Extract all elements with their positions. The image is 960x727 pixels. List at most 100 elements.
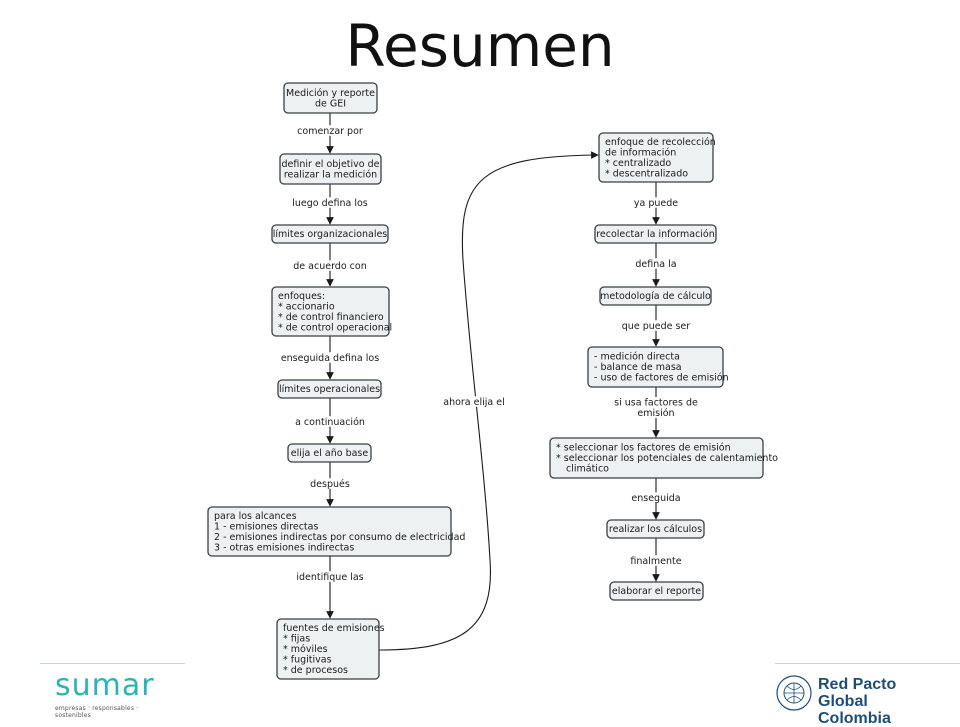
edge-label-e12: emisión bbox=[637, 408, 674, 419]
node-text-line: 1 - emisiones directas bbox=[214, 521, 318, 532]
node-text-line: * descentralizado bbox=[605, 168, 688, 179]
node-text-line: elija el año base bbox=[291, 448, 369, 459]
node-text-line: enfoques: bbox=[278, 291, 325, 302]
edge-label-bg bbox=[287, 260, 373, 271]
edge-label-bg bbox=[307, 478, 353, 489]
edge-label-bg bbox=[627, 492, 685, 503]
node-recolectar: recolectar la información bbox=[594, 224, 717, 244]
edge-label-bg bbox=[627, 258, 685, 269]
edge-label-bg bbox=[633, 407, 679, 418]
node-box bbox=[271, 224, 389, 244]
node-box bbox=[609, 581, 704, 601]
node-fuentes: fuentes de emisiones* fijas* móviles* fu… bbox=[276, 618, 385, 680]
node-box bbox=[207, 506, 452, 557]
node-text-line: * seleccionar los potenciales de calenta… bbox=[556, 453, 778, 464]
edge-label-e4: enseguida defina los bbox=[281, 353, 379, 364]
node-box bbox=[279, 153, 382, 185]
node-box bbox=[594, 224, 717, 244]
node-box bbox=[606, 519, 705, 539]
edge-label-e5: a continuación bbox=[295, 417, 365, 428]
edge-label-e12: si usa factores de bbox=[614, 398, 698, 409]
node-text-line: recolectar la información bbox=[596, 229, 715, 240]
footer-divider-left bbox=[40, 663, 185, 664]
node-text-line: * accionario bbox=[278, 301, 335, 312]
node-limites-op: límites operacionales bbox=[277, 379, 382, 399]
node-metodos: - medición directa- balance de masa- uso… bbox=[587, 346, 729, 388]
edge-label-bg bbox=[431, 396, 517, 407]
edge-label-e13: enseguida bbox=[631, 493, 680, 504]
edge-label-bg bbox=[616, 320, 696, 331]
edge-label-bg bbox=[285, 571, 375, 582]
node-box bbox=[283, 82, 378, 114]
node-text-line: realizar la medición bbox=[284, 169, 377, 180]
edge-label-e14: finalmente bbox=[630, 556, 681, 567]
node-text-line: - medición directa bbox=[594, 352, 680, 363]
edge-label-e11: que puede ser bbox=[622, 321, 691, 332]
node-factores: * seleccionar los factores de emisión* s… bbox=[549, 437, 778, 479]
node-text-line: * centralizado bbox=[605, 158, 671, 169]
edge-label-e10: defina la bbox=[635, 259, 676, 270]
red-pacto-global-logo: Red Pacto Global Colombia bbox=[776, 670, 946, 727]
node-text-line: * de control operacional bbox=[278, 322, 392, 333]
node-text-line: 2 - emisiones indirectas por consumo de … bbox=[214, 532, 465, 543]
edge-label-bg bbox=[602, 397, 710, 408]
node-text-line: límites operacionales bbox=[279, 384, 380, 395]
global-compact-seal-icon bbox=[776, 675, 812, 711]
node-box bbox=[271, 286, 390, 337]
sumar-logo: sumar empresas · responsables · sostenib… bbox=[55, 668, 165, 720]
node-text-line: - uso de factores de emisión bbox=[594, 373, 729, 384]
node-text-line: para los alcances bbox=[214, 511, 297, 522]
node-text-line: * fugitivas bbox=[283, 655, 332, 666]
red-pacto-global-line1: Red Pacto Global bbox=[818, 676, 897, 710]
edge-label-bg bbox=[625, 555, 687, 566]
node-text-line: enfoque de recolección bbox=[605, 137, 716, 148]
node-text-line: de información bbox=[605, 147, 676, 158]
node-text-line: fuentes de emisiones bbox=[283, 623, 385, 634]
node-box bbox=[277, 379, 382, 399]
node-ano-base: elija el año base bbox=[287, 443, 372, 463]
node-box bbox=[276, 618, 380, 680]
node-text-line: * fijas bbox=[283, 634, 310, 645]
edge-label-bg bbox=[287, 416, 373, 427]
edge-label-bg bbox=[282, 197, 378, 208]
node-text-line: elaborar el reporte bbox=[612, 586, 701, 597]
node-text-line: de GEI bbox=[315, 98, 346, 109]
slide-title: Resumen bbox=[345, 12, 615, 80]
red-pacto-global-line2: Colombia bbox=[818, 710, 891, 727]
node-text-line: realizar los cálculos bbox=[609, 524, 702, 535]
edge-label-e3: de acuerdo con bbox=[293, 261, 366, 272]
node-text-line: climático bbox=[566, 464, 609, 475]
node-enfoques: enfoques:* accionario* de control financ… bbox=[271, 286, 392, 337]
node-metodologia: metodología de cálculo bbox=[599, 286, 712, 306]
node-calculos: realizar los cálculos bbox=[606, 519, 705, 539]
node-text-line: límites organizacionales bbox=[273, 229, 388, 240]
node-text-line: metodología de cálculo bbox=[600, 291, 711, 302]
node-text-line: definir el objetivo de bbox=[282, 159, 380, 170]
node-box bbox=[587, 346, 724, 388]
edge-label-e8: ahora elija el bbox=[443, 397, 505, 408]
edge-label-e6: después bbox=[310, 479, 350, 490]
edge-label-e1: comenzar por bbox=[297, 126, 363, 137]
sumar-logo-tagline: empresas · responsables · sostenibles bbox=[55, 705, 139, 719]
node-limites-org: límites organizacionales bbox=[271, 224, 389, 244]
node-box bbox=[549, 437, 764, 479]
node-box bbox=[599, 286, 712, 306]
node-text-line: - balance de masa bbox=[594, 362, 682, 373]
node-text-line: * móviles bbox=[283, 644, 328, 655]
node-reporte: elaborar el reporte bbox=[609, 581, 704, 601]
node-text-line: * de control financiero bbox=[278, 312, 384, 323]
node-text-line: Medición y reporte bbox=[286, 88, 375, 99]
node-text-line: 3 - otras emisiones indirectas bbox=[214, 542, 354, 553]
edge-label-bg bbox=[630, 197, 682, 208]
sumar-logo-word: sumar bbox=[55, 668, 155, 703]
edge-label-e9: ya puede bbox=[634, 198, 678, 209]
edge-label-bg bbox=[293, 125, 367, 136]
node-text-line: * seleccionar los factores de emisión bbox=[556, 443, 731, 454]
footer-divider-right bbox=[775, 663, 960, 664]
